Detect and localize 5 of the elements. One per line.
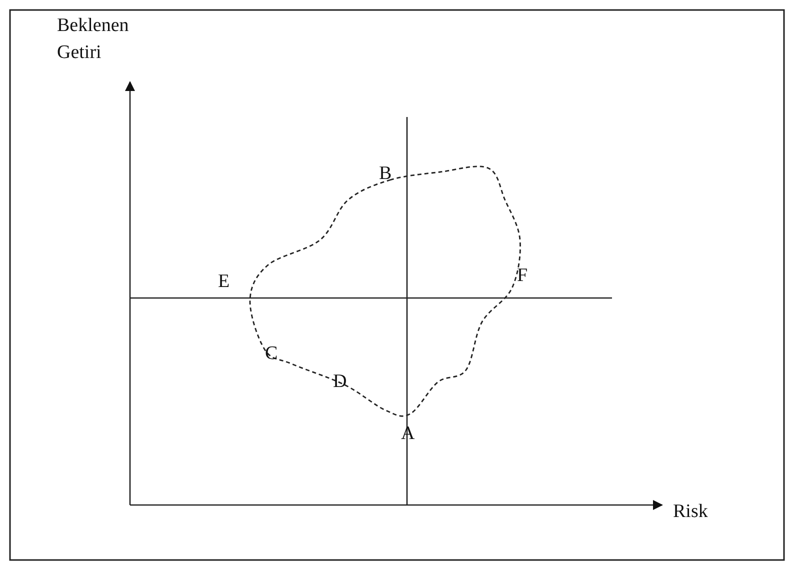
point-label: B (379, 162, 392, 186)
point-label: E (218, 270, 230, 294)
axis-label: Risk (673, 500, 708, 524)
axis-label: Beklenen Getiri (57, 14, 127, 65)
point-label: F (517, 264, 528, 288)
